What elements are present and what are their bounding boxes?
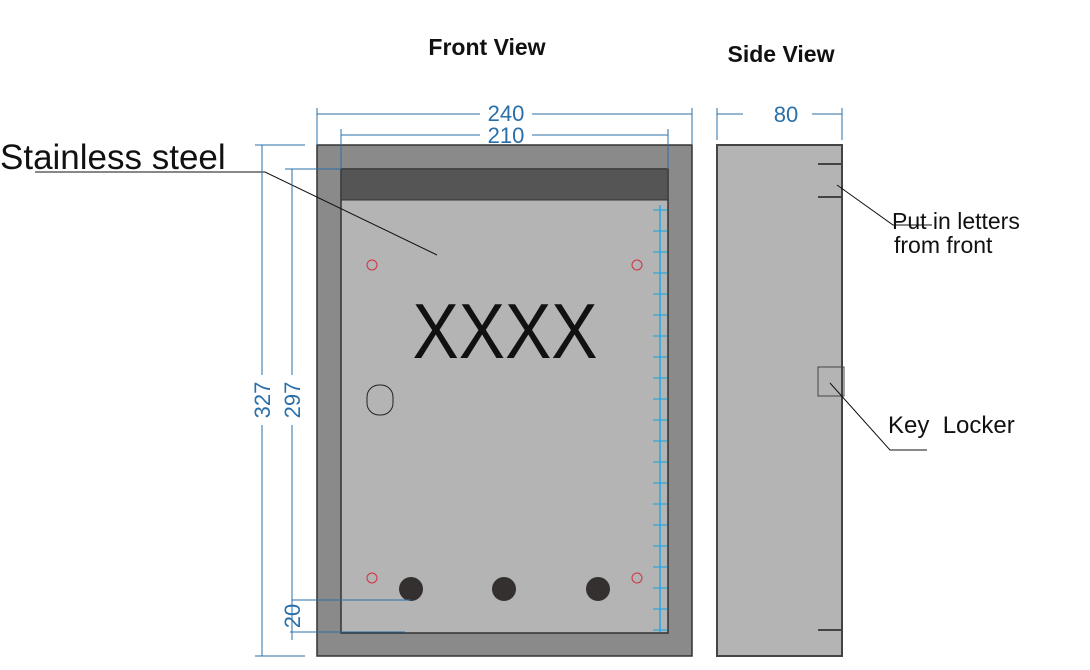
- dim-bottom-offset: 20: [280, 604, 305, 628]
- screw-holes: [366, 259, 643, 584]
- slot-label: Put in letters: [892, 208, 1020, 234]
- lock-leader: [829, 382, 927, 451]
- name-plate-text: XXXX: [413, 287, 598, 375]
- vent-hole: [586, 577, 610, 601]
- slot-leader: [836, 184, 932, 226]
- lock-label: Key Locker: [888, 412, 1015, 439]
- side-view-title: Side View: [728, 41, 835, 67]
- dim-inner-height: 297: [280, 382, 305, 419]
- material-label: Stainless steel: [0, 138, 226, 177]
- vent-hole: [492, 577, 516, 601]
- slot-label-line2: from front: [894, 232, 993, 258]
- vent-holes: [399, 577, 610, 601]
- vent-hole: [399, 577, 423, 601]
- front-panel: [340, 168, 669, 634]
- dim-outer-height: 327: [250, 382, 275, 419]
- dim-inner-width: 210: [488, 123, 525, 148]
- key-lock-box: [817, 366, 845, 397]
- screw-hole: [366, 572, 378, 584]
- front-view: XXXX: [316, 144, 693, 657]
- dim-depth: 80: [774, 102, 798, 127]
- front-view-title: Front View: [428, 34, 545, 60]
- dim-outer-width: 240: [488, 101, 525, 126]
- screw-hole: [631, 572, 643, 584]
- side-ruler: [653, 205, 667, 632]
- screw-hole: [631, 259, 643, 271]
- lock-cutout: [366, 384, 394, 416]
- front-dimension-lines: [255, 108, 693, 657]
- material-leader: [35, 171, 438, 256]
- depth-dimension: [716, 108, 843, 140]
- screw-hole: [366, 259, 378, 271]
- side-view: 80: [716, 102, 845, 657]
- letter-slot-band: [340, 168, 669, 201]
- side-body: [716, 144, 843, 657]
